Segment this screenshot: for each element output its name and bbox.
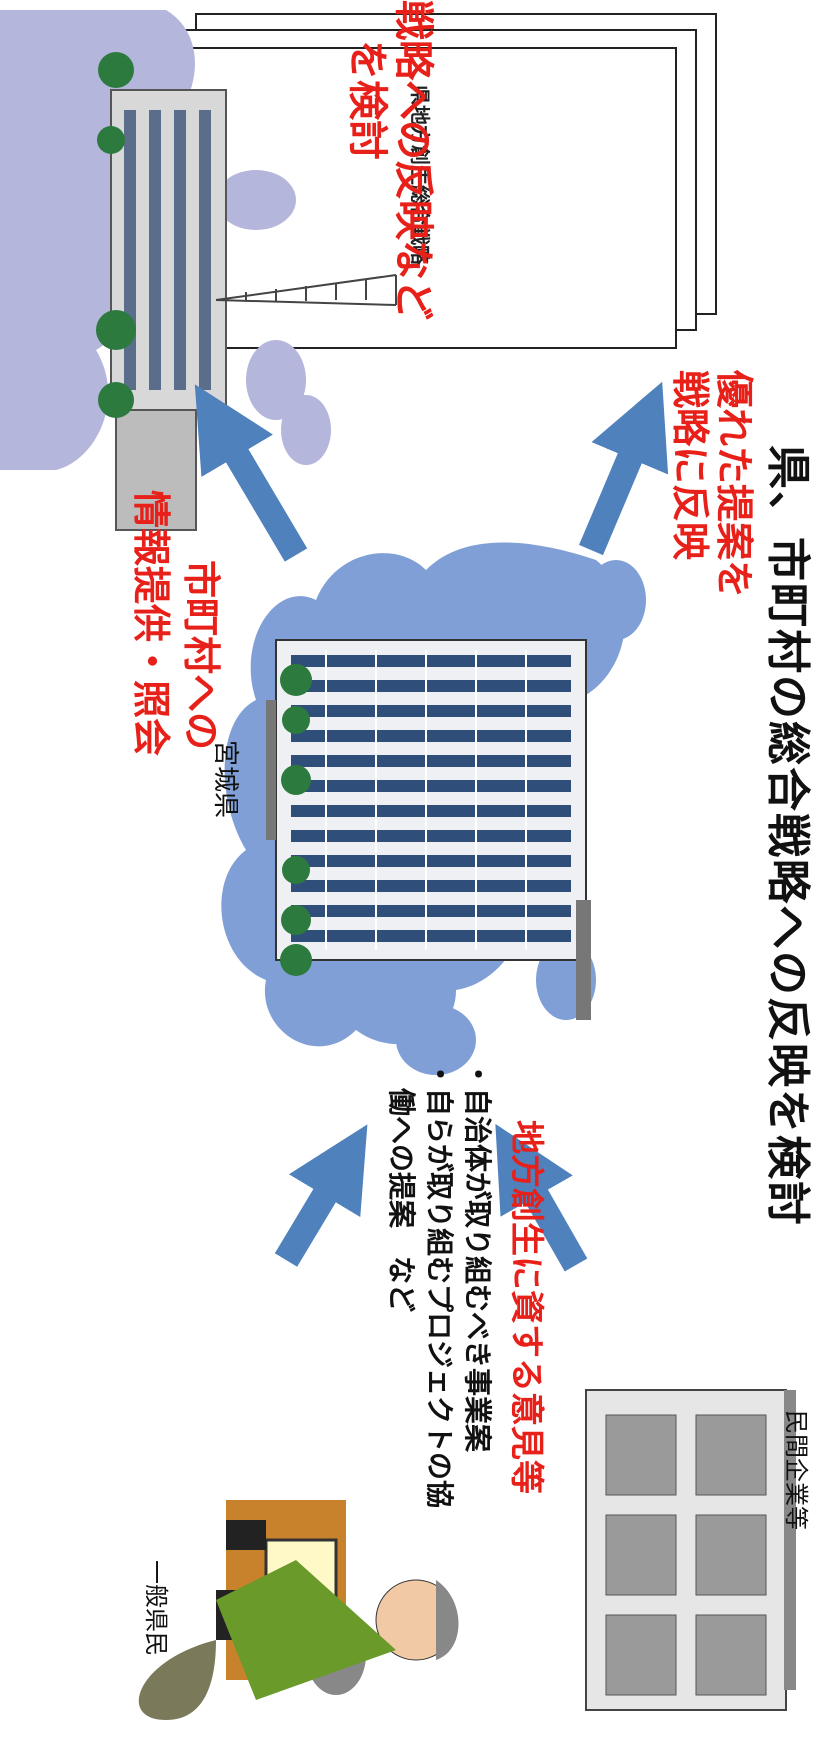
municipality-note-line2: を検討 bbox=[344, 40, 390, 160]
municipality-note-line1: 戦略への反映など bbox=[390, 0, 436, 320]
companies-label: 民間企業等 bbox=[782, 1410, 810, 1530]
resident-at-computer bbox=[138, 1500, 459, 1720]
info-line2: 情報提供・照会 bbox=[129, 490, 173, 757]
proposal-item-2: ・自らが取り組むプロジェクトの協 bbox=[423, 1060, 456, 1509]
arrow-prefecture-to-municipalities bbox=[194, 384, 308, 562]
prefecture-building bbox=[266, 639, 591, 1020]
residents-label: 一般県民 bbox=[142, 1560, 170, 1656]
reflect-strategy-line2: 戦略に反映 bbox=[668, 370, 712, 561]
reflect-strategy-label: 優れた提案を 戦略に反映 bbox=[668, 370, 756, 598]
proposal-item-2-cont: 働への提案 など bbox=[385, 1060, 418, 1313]
strategy-document-stack bbox=[145, 13, 717, 349]
proposal-item-1: ・自治体が取り組むべき事業案 bbox=[461, 1060, 494, 1453]
proposals-heading: 地方創生に資する意見等 bbox=[506, 1120, 546, 1494]
arrow-residents-to-prefecture bbox=[274, 1124, 368, 1267]
info-line1: 市町村への bbox=[179, 560, 223, 751]
arrow-companies-to-prefecture bbox=[495, 1123, 588, 1272]
info-to-municipalities-label: 市町村への 情報提供・照会 bbox=[126, 490, 226, 756]
company-building bbox=[585, 1389, 796, 1711]
municipal-building bbox=[96, 52, 397, 531]
proposals-list: ・自治体が取り組むべき事業案 ・自らが取り組むプロジェクトの協 働への提案 など bbox=[382, 1060, 496, 1508]
municipality-note: 戦略への反映など を検討 bbox=[344, 0, 436, 320]
arrow-prefecture-to-strategy bbox=[579, 381, 669, 556]
flow-arrows bbox=[194, 381, 669, 1272]
prefecture-label: 宮城県 bbox=[210, 740, 240, 819]
reflect-strategy-line1: 優れた提案を bbox=[712, 370, 756, 599]
